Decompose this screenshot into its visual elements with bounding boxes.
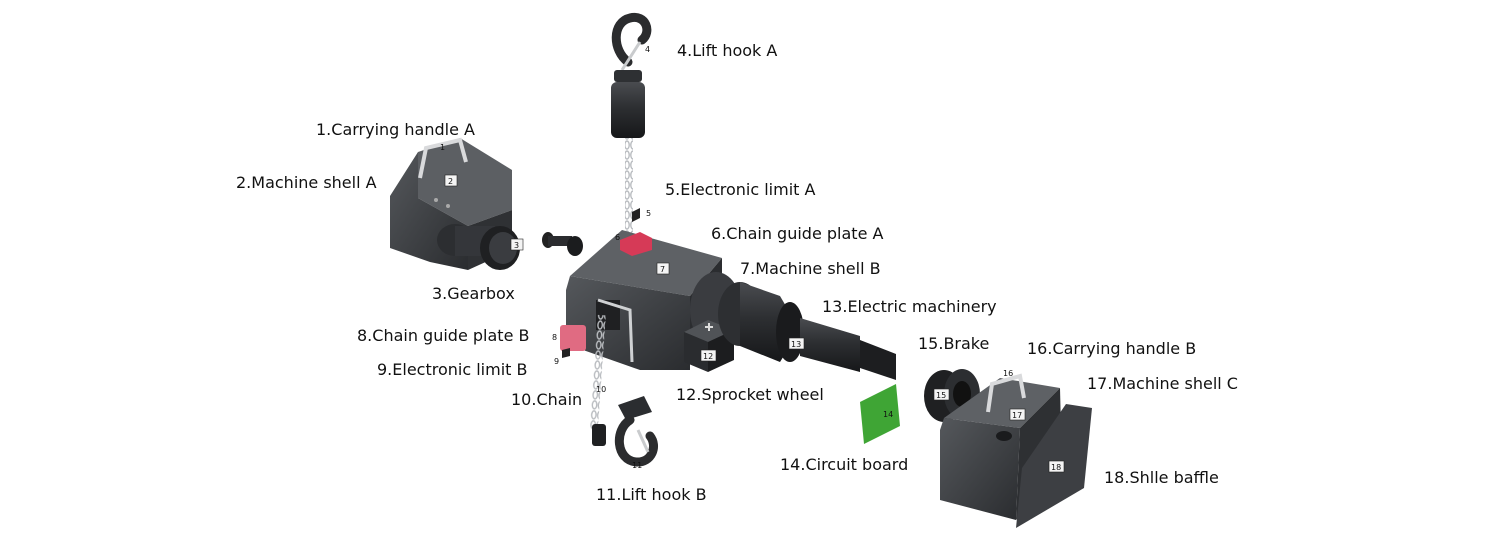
tag-10: 10 — [596, 385, 606, 394]
label-gearbox: 3.Gearbox — [432, 284, 515, 303]
electronic-limit-a — [632, 208, 640, 222]
label-circuit-board: 14.Circuit board — [780, 455, 909, 474]
tag-18: 18 — [1051, 463, 1061, 472]
label-machine-shell-b: 7.Machine shell B — [740, 259, 881, 278]
circuit-board — [860, 384, 900, 444]
tag-7: 7 — [660, 265, 665, 274]
label-electronic-limit-a: 5.Electronic limit A — [665, 180, 816, 199]
tag-16: 16 — [1003, 369, 1013, 378]
label-chain: 10.Chain — [511, 390, 583, 409]
tag-3: 3 — [514, 241, 519, 250]
tag-5: 5 — [646, 209, 651, 218]
label-carrying-handle-a: 1.Carrying handle A — [316, 120, 475, 139]
gearbox-shaft — [542, 232, 583, 256]
electric-machinery — [718, 282, 896, 380]
tag-4: 4 — [645, 45, 650, 54]
label-lift-hook-b: 11.Lift hook B — [596, 485, 707, 504]
carrying-handle-a — [418, 137, 468, 179]
chain-end-weight — [592, 424, 606, 446]
chain-upper — [625, 138, 633, 266]
number-tags: 1 2 3 4 5 6 7 8 9 10 11 12 13 14 15 16 1… — [440, 45, 1065, 473]
tag-1: 1 — [440, 143, 445, 152]
label-chain-guide-plate-b: 8.Chain guide plate B — [357, 326, 530, 345]
label-brake: 15.Brake — [918, 334, 990, 353]
label-carrying-handle-b: 16.Carrying handle B — [1027, 339, 1197, 358]
label-electronic-limit-b: 9.Electronic limit B — [377, 360, 528, 379]
tag-9: 9 — [554, 357, 559, 366]
tag-12: 12 — [703, 352, 713, 361]
chain — [589, 314, 606, 431]
label-machine-shell-a: 2.Machine shell A — [236, 173, 377, 192]
tag-13: 13 — [791, 340, 801, 349]
label-shell-baffle: 18.Shlle baffle — [1104, 468, 1219, 487]
label-chain-guide-plate-a: 6.Chain guide plate A — [711, 224, 884, 243]
label-sprocket-wheel: 12.Sprocket wheel — [676, 385, 824, 404]
tag-8: 8 — [552, 333, 557, 342]
lift-hook-b — [614, 396, 658, 467]
gearbox — [437, 224, 520, 270]
tag-11: 11 — [632, 461, 642, 470]
tag-6: 6 — [615, 233, 620, 242]
label-machine-shell-c: 17.Machine shell C — [1087, 374, 1238, 393]
tag-17: 17 — [1012, 411, 1022, 420]
tag-2: 2 — [448, 177, 453, 186]
chain-guide-plate-a — [620, 232, 652, 256]
label-lift-hook-a: 4.Lift hook A — [677, 41, 778, 60]
chain-guide-plate-b — [560, 325, 586, 351]
electronic-limit-b — [562, 348, 570, 358]
tag-14: 14 — [883, 410, 893, 419]
label-electric-machinery: 13.Electric machinery — [822, 297, 997, 316]
lift-hook-a — [611, 12, 652, 138]
carrying-handle-b — [986, 373, 1026, 413]
tag-15: 15 — [936, 391, 946, 400]
